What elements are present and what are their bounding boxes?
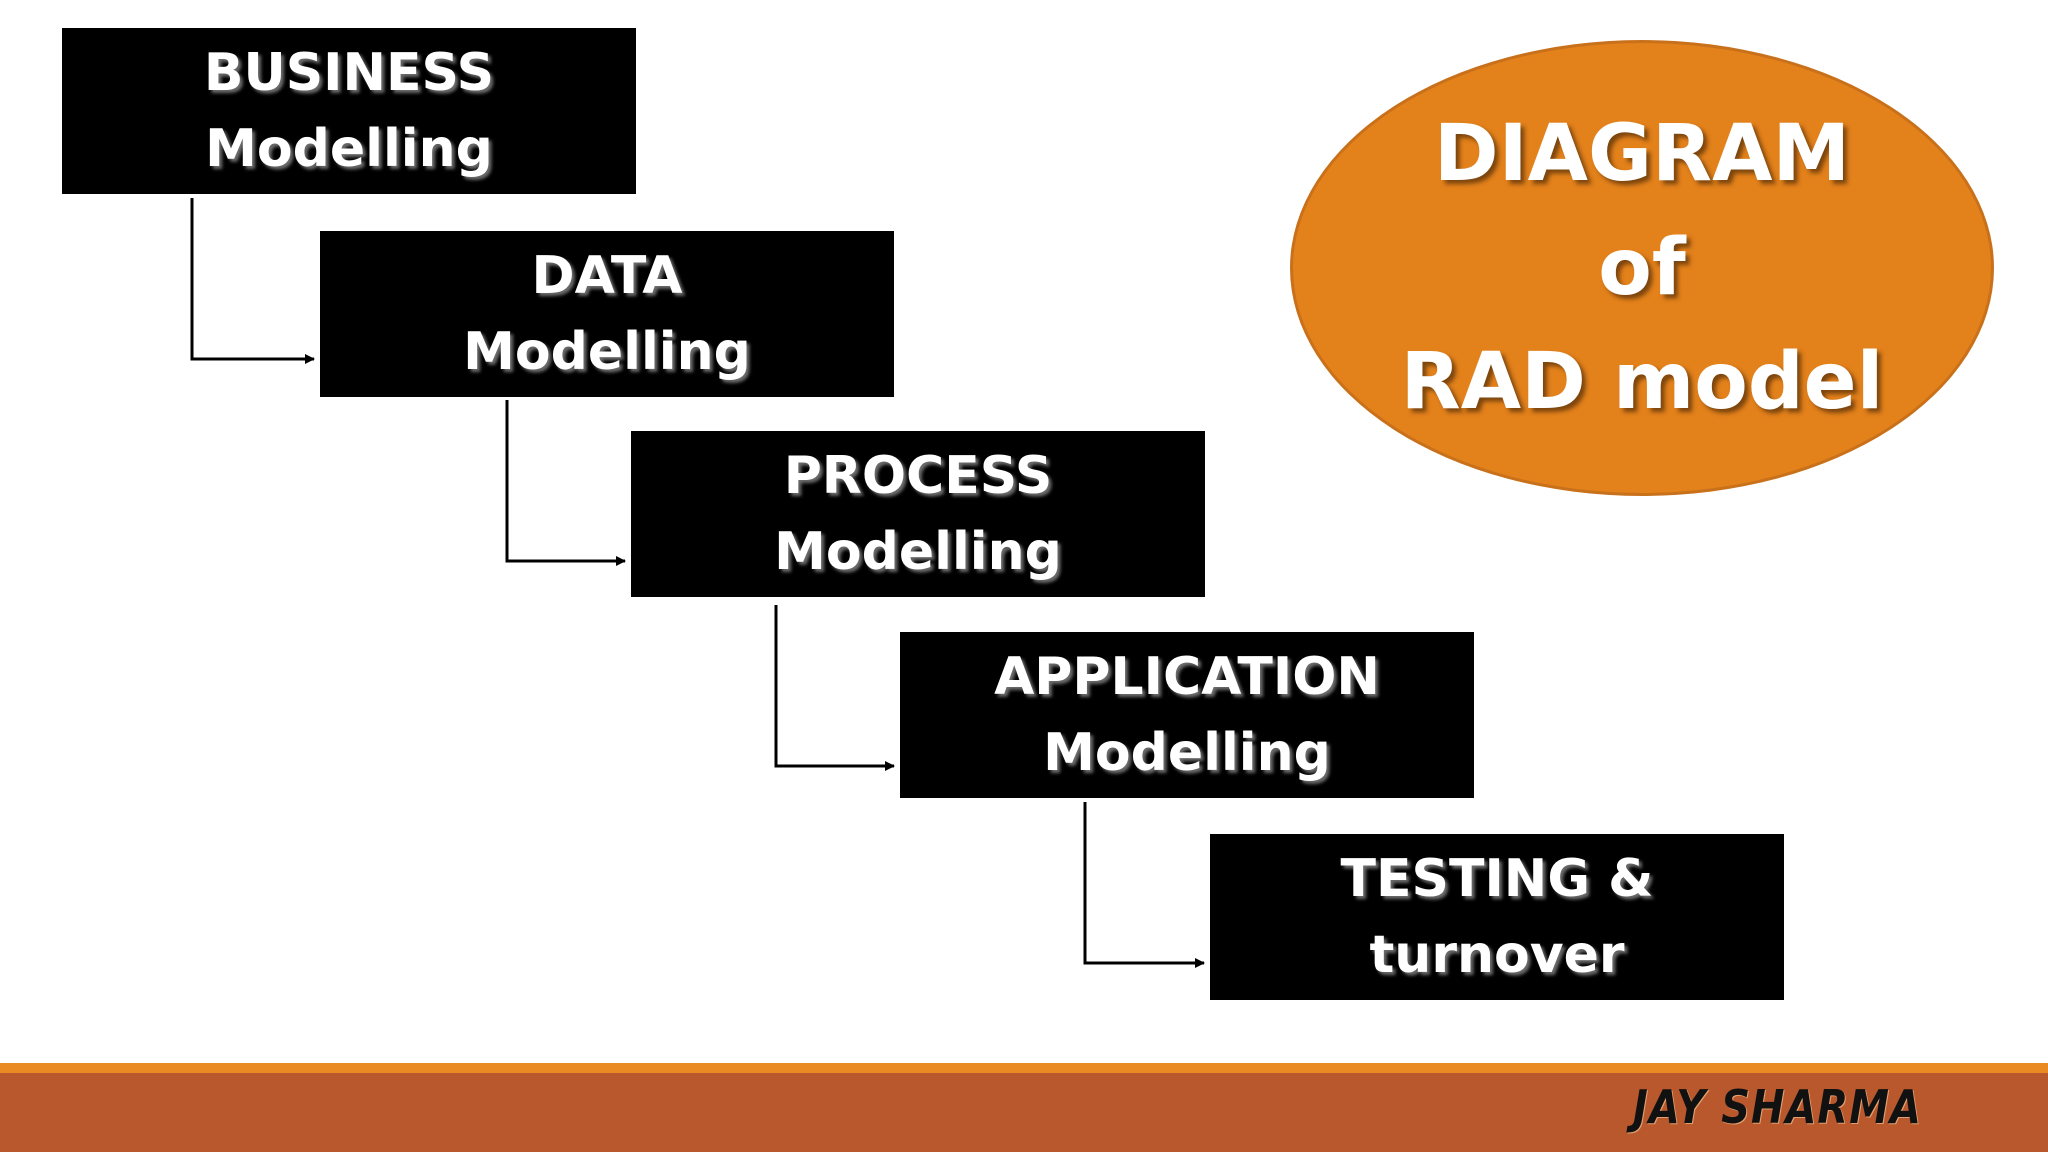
arrow-process-to-application bbox=[774, 605, 895, 771]
step-title: BUSINESS bbox=[203, 43, 495, 103]
step-subtitle: turnover bbox=[1369, 925, 1625, 985]
step-application-modelling: APPLICATION Modelling bbox=[900, 632, 1474, 798]
step-data-modelling: DATA Modelling bbox=[320, 231, 894, 397]
step-subtitle: Modelling bbox=[774, 522, 1062, 582]
step-subtitle: Modelling bbox=[463, 322, 751, 382]
title-line-3: RAD model bbox=[1400, 337, 1884, 427]
arrow-business-to-data bbox=[190, 198, 315, 364]
arrow-application-to-testing bbox=[1083, 802, 1205, 968]
step-subtitle: Modelling bbox=[1043, 723, 1331, 783]
footer-author: JAY SHARMA bbox=[1633, 1081, 1922, 1135]
footer-bar bbox=[0, 1073, 2048, 1152]
step-business-modelling: BUSINESS Modelling bbox=[62, 28, 636, 194]
step-title: TESTING & bbox=[1340, 849, 1654, 909]
footer-stripe bbox=[0, 1063, 2048, 1073]
step-title: PROCESS bbox=[783, 446, 1053, 506]
step-testing-turnover: TESTING & turnover bbox=[1210, 834, 1784, 1000]
step-subtitle: Modelling bbox=[205, 119, 493, 179]
step-title: APPLICATION bbox=[994, 647, 1380, 707]
title-line-1: DIAGRAM bbox=[1433, 109, 1851, 199]
arrow-data-to-process bbox=[505, 400, 626, 566]
diagram-title-ellipse: DIAGRAM of RAD model bbox=[1290, 40, 1994, 496]
step-process-modelling: PROCESS Modelling bbox=[631, 431, 1205, 597]
step-title: DATA bbox=[531, 246, 683, 306]
title-line-2: of bbox=[1598, 223, 1686, 313]
